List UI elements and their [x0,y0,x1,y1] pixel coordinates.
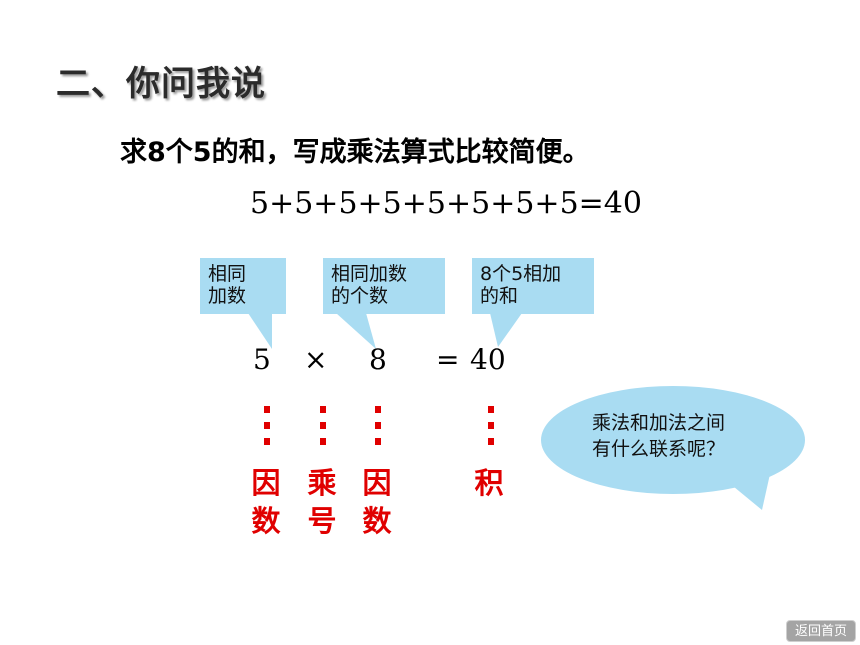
factor2: 8 [369,343,387,376]
speech-bubble-line2: 有什么联系呢？ [592,438,726,460]
callout-sum-line2: 的和 [480,285,519,307]
speech-bubble-line1: 乘法和加法之间 [592,412,726,434]
callout-count-line1: 相同加数 [331,263,408,285]
multiply-sign: × [304,343,328,376]
connector-product [486,406,496,454]
addition-equation: 5+5+5+5+5+5+5+5=40 [250,186,642,221]
connector-factor2 [373,406,383,454]
callout-sum-tail [490,313,522,347]
equals-sign: = [436,343,460,376]
connector-operator [318,406,328,454]
factor1: 5 [253,343,271,376]
callout-count: 相同加数 的个数 [323,258,445,314]
label-factor2-char2: 数 [362,504,392,538]
label-product-char1: 积 [474,466,504,500]
label-operator-char2: 号 [307,504,337,538]
label-product: 积 [471,464,507,502]
callout-sum-line1: 8个5相加 [480,263,562,285]
callout-count-tail [336,313,376,349]
callout-sum: 8个5相加 的和 [472,258,594,314]
problem-prompt: 求8个5的和，写成乘法算式比较简便。 [120,137,590,168]
label-operator: 乘 号 [304,464,340,540]
callout-count-line2: 的个数 [331,285,389,307]
callout-addend: 相同 加数 [200,258,286,314]
label-operator-char1: 乘 [307,466,337,500]
callout-addend-line2: 加数 [208,285,247,307]
label-factor1-char1: 因 [251,466,281,500]
callout-addend-tail [248,313,272,349]
label-factor1-char2: 数 [251,504,281,538]
home-button[interactable]: 返回首页 [786,620,856,642]
speech-bubble [541,386,805,510]
callout-addend-line1: 相同 [208,263,247,285]
label-factor2-char1: 因 [362,466,392,500]
speech-bubble-text: 乘法和加法之间 有什么联系呢？ [592,410,725,462]
product: 40 [470,343,506,376]
connector-factor1 [262,406,272,454]
section-title: 二、你问我说 [56,64,266,104]
label-factor2: 因 数 [359,464,395,540]
label-factor1: 因 数 [248,464,284,540]
